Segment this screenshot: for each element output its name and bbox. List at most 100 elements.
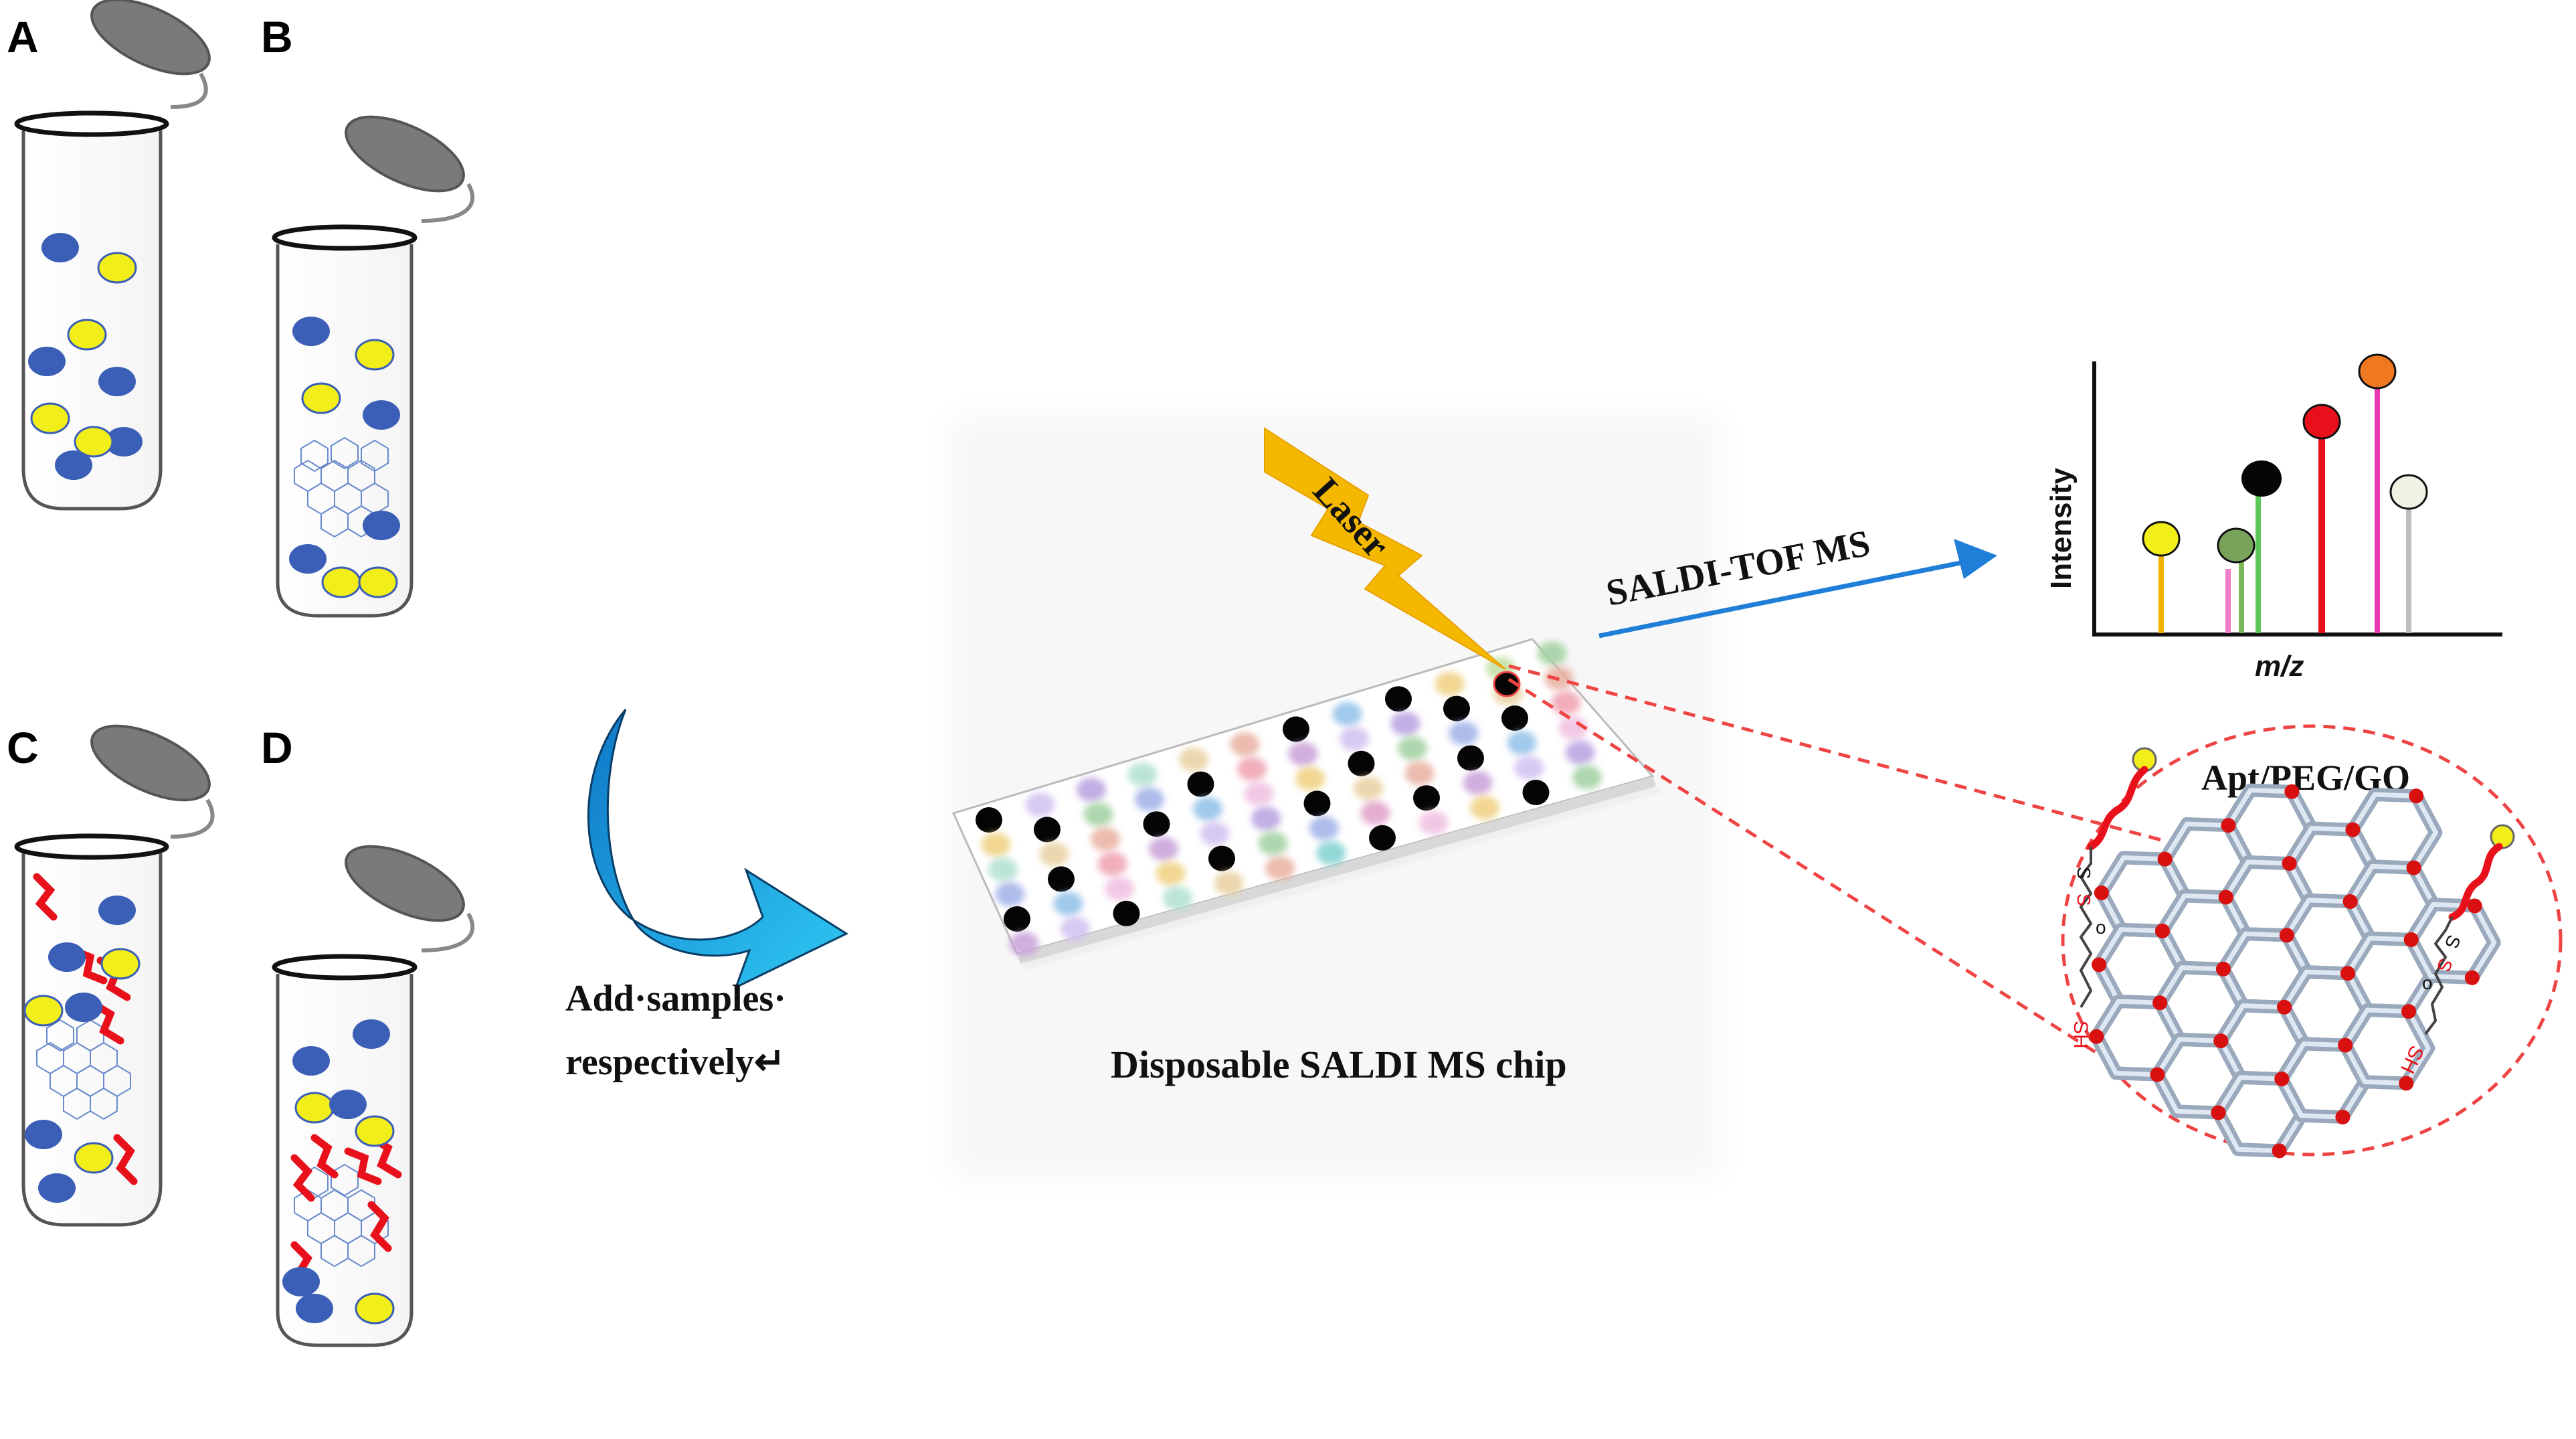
graphene-oxide-sheet (294, 436, 389, 538)
chip-spot (981, 833, 1011, 857)
chip-spot (1208, 845, 1235, 871)
molecules (282, 1019, 395, 1325)
chip-spot (1404, 761, 1435, 786)
chip-spot (1470, 795, 1499, 820)
oxygen-atom (2282, 856, 2297, 871)
oxygen-atom (2216, 961, 2231, 977)
left-s-label-1: S (2074, 867, 2094, 879)
chip-spot (1551, 691, 1581, 715)
chip-spot (1354, 776, 1383, 800)
chip-spot (1179, 747, 1208, 772)
saldi-tof-arrow (1598, 539, 1997, 639)
chip-spot (1558, 715, 1588, 740)
chip-caption: Disposable SALDI MS chip (1111, 1043, 1567, 1086)
panel-label-b: B (261, 12, 293, 62)
chip-spot (1288, 742, 1318, 766)
oxygen-atom (2154, 923, 2170, 938)
go-hexagon (2342, 1007, 2431, 1086)
chip-spot (1501, 705, 1528, 731)
chip-spot (1340, 726, 1369, 751)
tube-a (14, 0, 211, 511)
chip-spot (1009, 932, 1039, 956)
chip-spot (1193, 796, 1222, 821)
oxygen-atom (2157, 851, 2173, 867)
molecules (289, 317, 400, 598)
oxygen-atom (2401, 1004, 2417, 1019)
chip-spot (1251, 807, 1281, 831)
oxygen-atom (2467, 898, 2482, 914)
laser-target-spot (1493, 671, 1521, 697)
oxygen-atom (2340, 966, 2355, 981)
spectrum-peaks (2142, 353, 2428, 633)
oxygen-atom (2150, 1067, 2165, 1082)
chip-spot (1507, 731, 1537, 755)
chip-spot (1258, 831, 1288, 855)
molecules (23, 896, 141, 1203)
chip-spot (1156, 861, 1186, 886)
chip-sample-spots (976, 641, 1602, 956)
graphene-oxide-lattice (2089, 783, 2501, 1159)
chip-spot (1077, 777, 1106, 802)
saldi-ms-chip (951, 638, 1661, 970)
oxygen-atom (2272, 1143, 2287, 1159)
chip-spot (1537, 641, 1567, 666)
oxygen-atom (2406, 860, 2421, 875)
oxygen-atom (2399, 1076, 2414, 1091)
chip-spot (1332, 701, 1362, 726)
chip-spot (1034, 817, 1061, 843)
go-hexagon (2409, 902, 2497, 981)
right-s-label-1: S (2441, 932, 2465, 951)
spectrum-ylabel: Intensity (2045, 468, 2078, 589)
oxygen-atom (2277, 999, 2292, 1015)
oxygen-atom (2274, 1072, 2290, 1087)
chip-spot (1303, 790, 1331, 817)
chip-spot (1105, 876, 1134, 901)
oxygen-atom (2464, 970, 2480, 985)
panel-label-c: C (7, 723, 39, 772)
chip-spot (1522, 780, 1550, 805)
chip-spot (1514, 756, 1544, 780)
molecules (28, 233, 143, 480)
oxygen-atom (2338, 1037, 2353, 1053)
chip-spot (1083, 802, 1113, 827)
chip-spot (995, 882, 1025, 906)
oxygen-atom (2152, 995, 2168, 1011)
left-aptamer-linker: S S o SH (2069, 747, 2157, 1049)
chip-spot (1135, 787, 1164, 812)
right-o-label: o (2422, 972, 2433, 993)
chip-spot (1572, 765, 1602, 790)
chip-spot (1237, 757, 1267, 781)
oxygen-atom (2342, 894, 2358, 909)
chip-spot (976, 807, 1002, 833)
oxygen-atom (2279, 928, 2294, 943)
chip-spot (1004, 906, 1030, 932)
panel-label-d: D (261, 723, 293, 772)
mass-spectrum: Intensity m/z (2045, 353, 2502, 683)
chip-spot (1053, 892, 1083, 916)
chip-spot (1230, 732, 1260, 756)
chip-spot (1295, 766, 1325, 791)
chip-spot (1435, 671, 1465, 696)
oxygen-atom (2335, 1109, 2351, 1124)
chip-spot (1449, 721, 1479, 746)
oxygen-atom (2221, 818, 2236, 833)
chip-spot (1214, 871, 1244, 896)
chip-spot (1443, 695, 1470, 722)
chip-spot (1348, 750, 1375, 776)
chip-spot (1048, 866, 1075, 892)
oxygen-atom (2092, 957, 2107, 972)
chip-spot (1390, 711, 1420, 736)
chip-spot (1143, 811, 1170, 837)
zoom-callout (1507, 664, 2563, 1157)
chip-spot (1360, 800, 1390, 825)
tube-d (272, 845, 474, 1347)
chip-spot (1091, 827, 1120, 851)
chip-spot (1025, 792, 1055, 817)
left-s-label-2: S (2074, 894, 2094, 906)
chip-spot (1097, 851, 1127, 876)
chip-spot (1398, 736, 1427, 761)
oxygen-atom (2089, 1029, 2104, 1044)
chip-spot (1283, 716, 1309, 742)
chip-spot (1316, 841, 1346, 865)
